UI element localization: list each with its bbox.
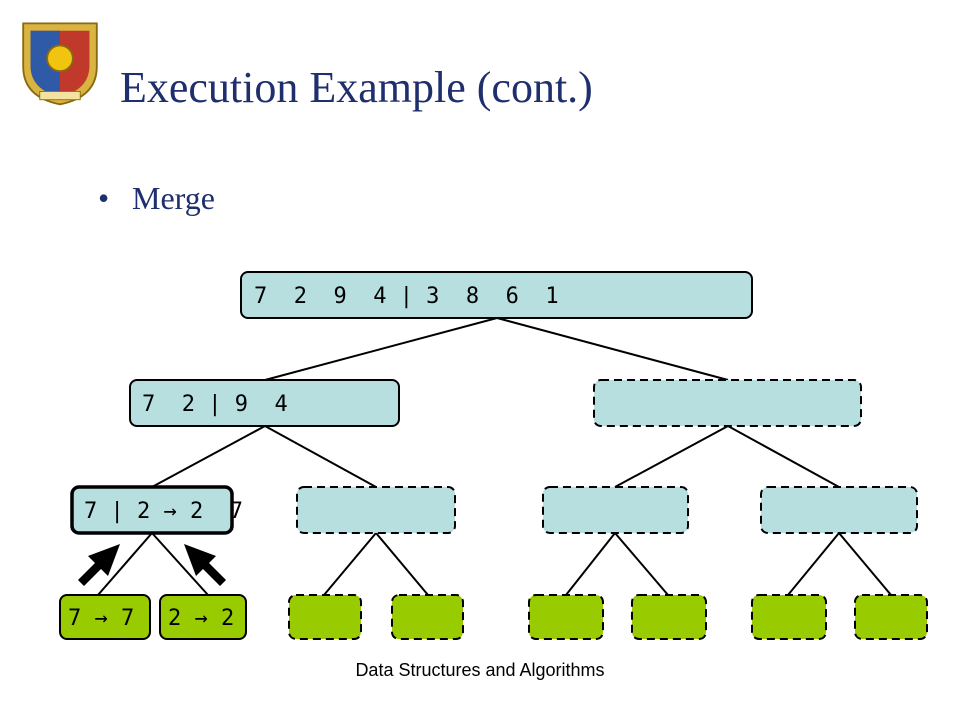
university-crest-icon [22,22,98,106]
tree-node-pending [760,486,918,534]
tree-node-pending [542,486,689,534]
leaf-node-done-label: 2 → 2 [168,606,234,631]
edge [151,532,209,596]
leaf-node-pending [528,594,604,640]
bullet-dot-icon: • [98,180,110,216]
tree-node-active [70,485,234,535]
tree-node-left [129,379,400,427]
leaf-node-done [59,594,151,640]
merge-arrow-up-left-icon [184,544,226,586]
edge [614,425,729,488]
edge [151,425,266,488]
leaf-node-pending [391,594,464,640]
leaf-node-pending [854,594,928,640]
edge [375,532,429,596]
slide-title: Execution Example (cont.) [120,63,593,112]
tree-node-root-label: 7 2 9 4 | 3 8 6 1 [254,284,559,309]
slide-footer: Data Structures and Algorithms [355,660,605,680]
merge-arrow-up-right-icon [78,544,120,586]
edge [323,532,377,596]
tree-node-left-label: 7 2 | 9 4 [142,392,288,417]
bullet-item: • Merge [98,180,215,217]
edge [727,425,840,488]
edge [614,532,669,596]
edge [787,532,840,596]
leaf-node-done-label: 7 → 7 [68,606,134,631]
merge-arrows [78,544,226,586]
leaf-node-pending [751,594,827,640]
edge [838,532,892,596]
tree-edges [97,317,892,596]
tree-node-active-label: 7 | 2 → 2 7 [84,499,243,524]
leaf-node-pending [631,594,707,640]
edge [264,317,498,381]
leaf-node-pending [288,594,362,640]
edge [264,425,377,488]
tree-nodes: 7 2 9 4 | 3 8 6 1 7 2 | 9 4 7 | 2 → 2 7 … [59,271,928,640]
edge [565,532,616,596]
bullet-text: Merge [132,180,215,216]
leaf-node-done [159,594,247,640]
tree-node-root [240,271,753,319]
edge [97,532,153,596]
edge [496,317,729,381]
tree-node-right [593,379,862,427]
tree-node-pending [296,486,456,534]
